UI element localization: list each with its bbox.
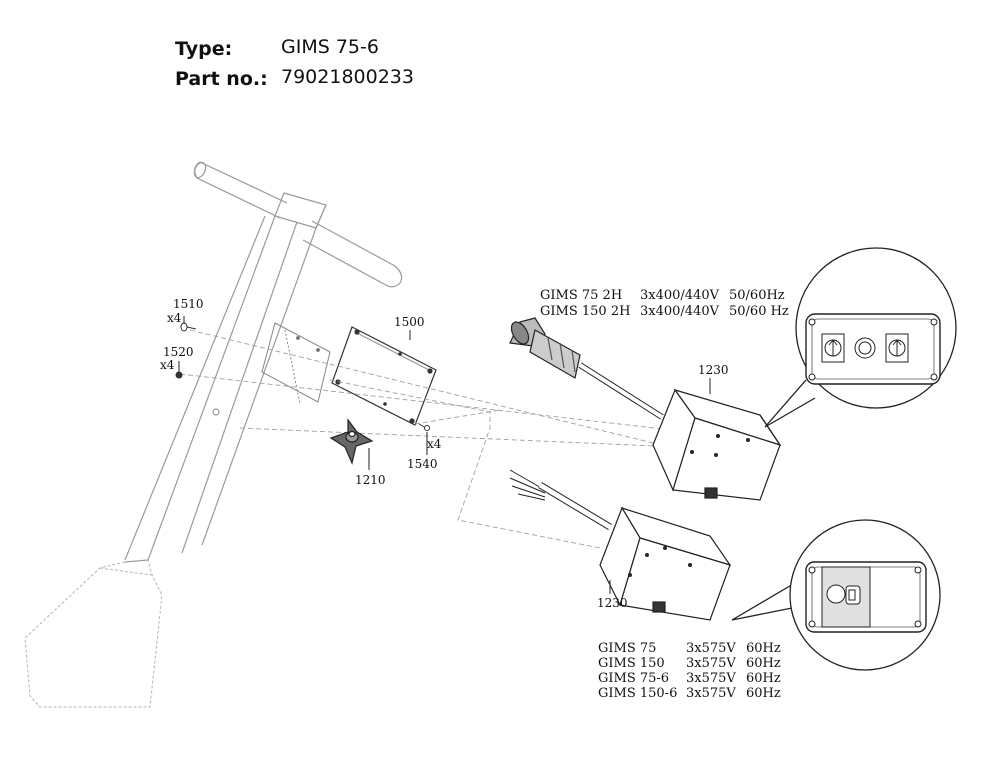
spec-upper-model-1: GIMS 75 2H [540,288,622,303]
detail-callout-lower [731,519,941,671]
control-box-lower [509,469,732,621]
spec-upper-voltage-1: 3x400/440V [640,288,720,303]
nut-1520-icon [175,371,183,379]
mounting-bracket [261,322,331,405]
part-number-label: Part no.: [175,68,268,90]
callout-1540: 1540 [407,457,438,471]
spec-lower-voltage-2: 3x575V [686,656,736,671]
callout-1210: 1210 [355,473,386,487]
spec-upper-freq-1: 50/60Hz [729,288,785,303]
type-label: Type: [175,38,233,60]
machine-base [24,559,163,708]
assembly-lines [179,329,761,549]
spec-lower-freq-2: 60Hz [746,656,781,671]
screw-1540-icon [418,423,430,431]
spec-lower-model-2: GIMS 150 [598,656,665,671]
spec-upper-freq-2: 50/60 Hz [729,304,789,319]
spec-table-lower: GIMS 75 3x575V 60Hz GIMS 150 3x575V 60Hz… [598,641,781,701]
spec-lower-model-3: GIMS 75-6 [598,671,669,686]
callout-1500: 1500 [394,315,425,329]
knob-1210-icon [329,418,374,465]
spec-lower-freq-3: 60Hz [746,671,781,686]
callout-1230-lower: 1230 [597,596,628,610]
spec-lower-freq-4: 60Hz [746,686,781,701]
callout-1520: 1520 [163,345,194,359]
spec-lower-freq-1: 60Hz [746,641,781,656]
detail-callout-upper [764,247,957,428]
type-value: GIMS 75-6 [281,36,379,58]
callout-1510-qty: x4 [167,311,182,325]
spec-lower-voltage-3: 3x575V [686,671,736,686]
screw-1510-icon [180,322,197,332]
spec-table-upper: GIMS 75 2H 3x400/440V 50/60Hz GIMS 150 2… [540,288,789,319]
callout-labels: 1510 x4 1520 x4 1500 x4 1540 1210 1230 1… [160,297,729,610]
part-number-value: 79021800233 [281,66,414,88]
spec-upper-voltage-2: 3x400/440V [640,304,720,319]
spec-upper-model-2: GIMS 150 2H [540,304,630,319]
spec-lower-voltage-4: 3x575V [686,686,736,701]
callout-1540-qty: x4 [427,437,442,451]
cover-plate-1500 [331,326,437,426]
control-box-upper [509,317,782,501]
callout-1230-upper: 1230 [698,363,729,377]
spec-lower-model-1: GIMS 75 [598,641,656,656]
spec-lower-model-4: GIMS 150-6 [598,686,677,701]
callout-1510: 1510 [173,297,204,311]
spec-lower-voltage-1: 3x575V [686,641,736,656]
machine-frame [124,161,403,563]
callout-1520-qty: x4 [160,358,175,372]
